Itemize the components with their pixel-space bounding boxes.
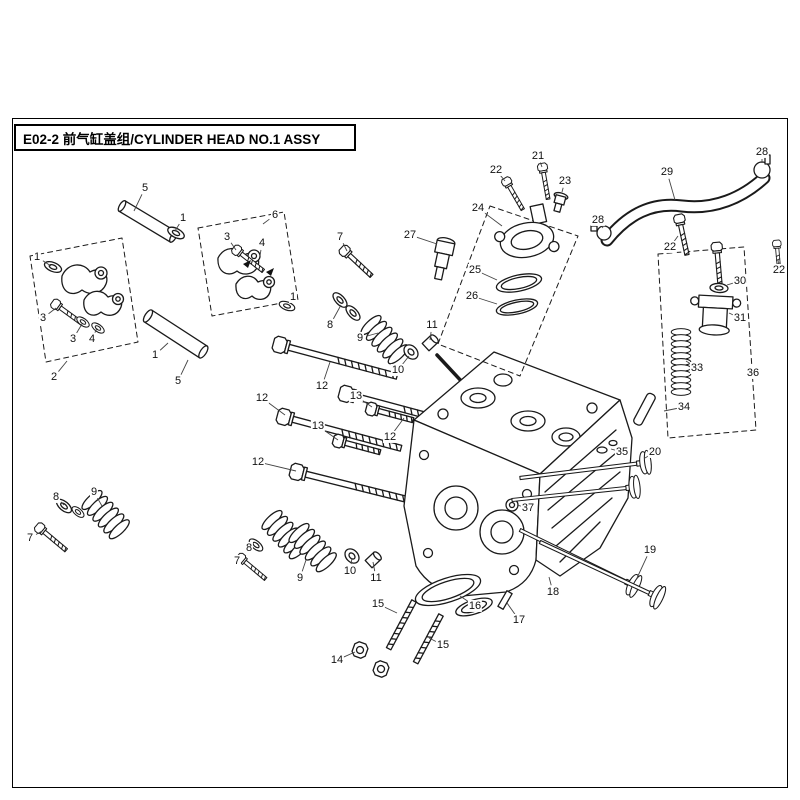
group-6-dashed-box (197, 211, 299, 317)
diagram-border (12, 118, 788, 788)
rocker-shaft-upper (117, 200, 178, 243)
tensioner-plunger (633, 392, 656, 426)
tensioner-body (690, 294, 742, 336)
hose-clamp-right (753, 154, 771, 179)
hose-clamp-left (590, 225, 612, 241)
rocker-shaft-lower (142, 309, 209, 359)
temp-sensor (434, 237, 456, 281)
title-box: E02-2 前气缸盖组/CYLINDER HEAD NO.1 ASSY (14, 124, 356, 151)
diagram-title: E02-2 前气缸盖组/CYLINDER HEAD NO.1 ASSY (23, 131, 321, 147)
cylinder-head-body (403, 351, 633, 597)
thermostat-dashed-box (437, 205, 579, 377)
thermostat-cover (494, 203, 560, 259)
group-2-dashed-box (29, 237, 139, 363)
